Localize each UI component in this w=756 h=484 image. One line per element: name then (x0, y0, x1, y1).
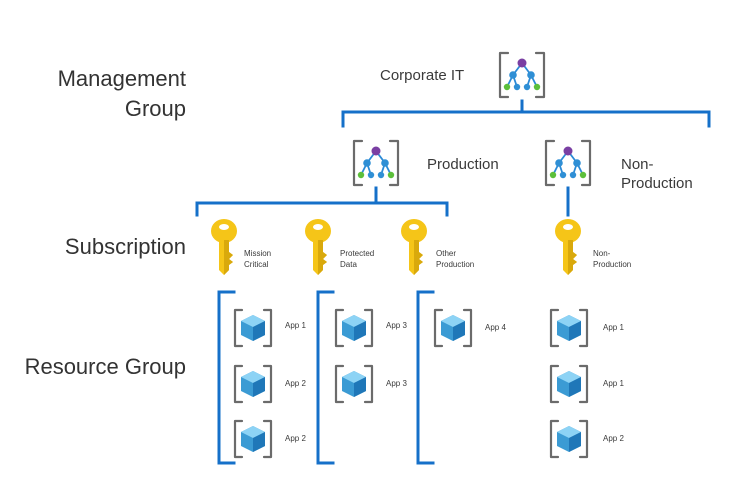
level-label-management-line1: Management (58, 66, 186, 91)
sub-mission-critical-line2: Critical (244, 260, 269, 269)
rg-label: App 1 (603, 323, 624, 332)
resource-group-icon (433, 308, 473, 348)
resource-group-icon (549, 364, 589, 404)
level-label-resource-group: Resource Group (25, 354, 186, 379)
subscription-key-icon (401, 219, 427, 275)
sub-protected-data-line1: Protected (340, 249, 374, 258)
resource-group-icon (334, 364, 374, 404)
rg-label: App 2 (285, 379, 306, 388)
subscription-key-icon (305, 219, 331, 275)
mg-production-label: Production (427, 156, 499, 173)
sub-other-production-line2: Production (436, 260, 474, 269)
rg-label: App 2 (603, 434, 624, 443)
mg-non-production-label-line2: Production (621, 175, 693, 192)
mg-non-production-label-line1: Non- (621, 156, 654, 173)
management-group-icon (544, 139, 592, 187)
resource-group-icon (549, 308, 589, 348)
level-label-subscription: Subscription (65, 234, 186, 259)
management-group-icon (498, 51, 546, 99)
subscription-key-icon (555, 219, 581, 275)
resource-group-icon (233, 308, 273, 348)
management-group-icon (352, 139, 400, 187)
sub-non-production-line2: Production (593, 260, 631, 269)
rg-label: App 1 (285, 321, 306, 330)
sub-non-production-line1: Non- (593, 249, 611, 258)
level-label-management-line2: Group (125, 96, 186, 121)
sub-other-production-line1: Other (436, 249, 456, 258)
sub-protected-data-line2: Data (340, 260, 357, 269)
resource-group-icon (233, 364, 273, 404)
rg-label: App 3 (386, 321, 407, 330)
rg-label: App 1 (603, 379, 624, 388)
connector-lines (195, 99, 711, 465)
mg-corporate-it-label: Corporate IT (380, 67, 464, 84)
resource-group-icon (549, 419, 589, 459)
rg-label: App 4 (485, 323, 506, 332)
resource-group-icon (233, 419, 273, 459)
subscription-key-icon (211, 219, 237, 275)
sub-mission-critical-line1: Mission (244, 249, 271, 258)
resource-group-icon (334, 308, 374, 348)
rg-label: App 3 (386, 379, 407, 388)
rg-label: App 2 (285, 434, 306, 443)
